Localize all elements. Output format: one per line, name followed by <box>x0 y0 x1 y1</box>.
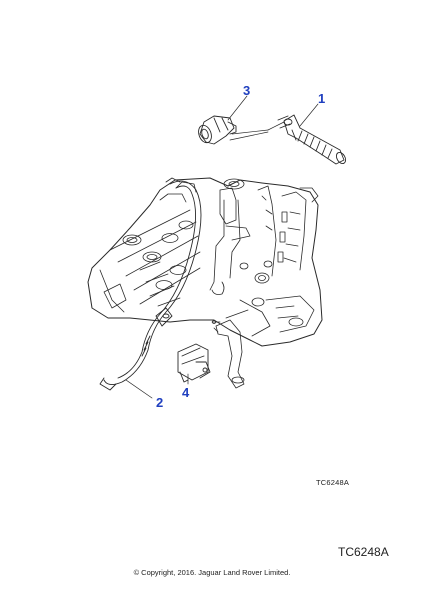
callout-2: 2 <box>156 395 164 410</box>
lower-pipe <box>211 319 245 389</box>
callout-4: 4 <box>182 385 190 400</box>
diagram-reference-small: TC6248A <box>316 478 350 487</box>
clamp-item-4 <box>177 343 211 383</box>
callout-1: 1 <box>318 91 326 106</box>
elbow-connector-item-3 <box>198 115 237 145</box>
engine-block <box>87 177 323 347</box>
hose-item-2 <box>99 177 202 391</box>
diagram-reference-large: TC6248A <box>338 545 389 559</box>
callout-3: 3 <box>243 83 251 98</box>
leader-lines <box>125 95 319 399</box>
copyright-notice: © Copyright, 2016. Jaguar Land Rover Lim… <box>133 568 291 577</box>
breather-hose-item-1 <box>277 114 347 165</box>
